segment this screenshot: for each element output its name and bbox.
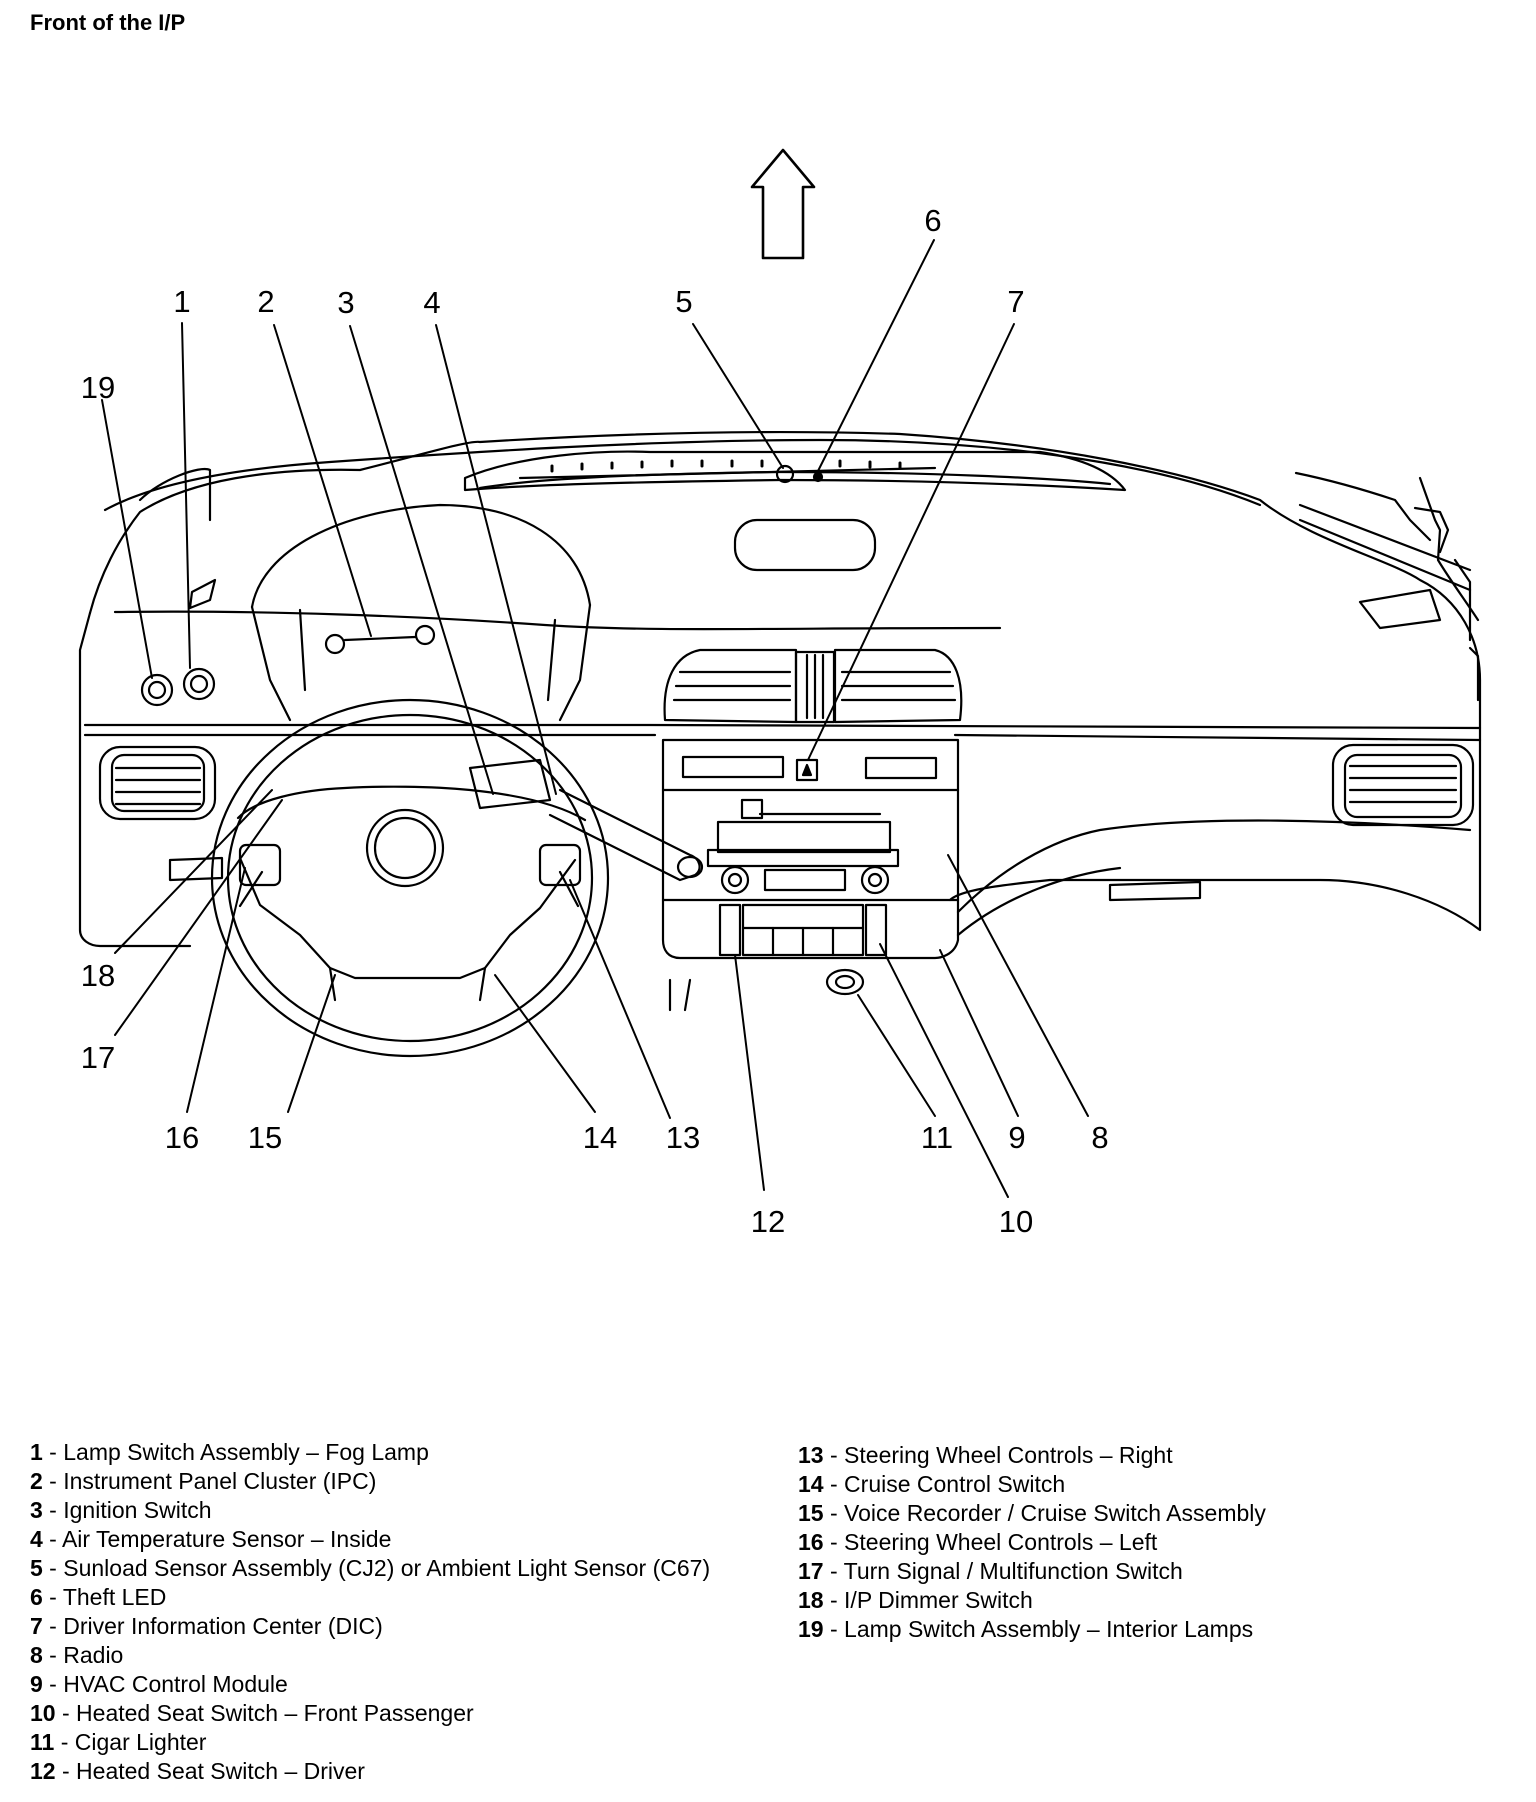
- legend-item: 4 - Air Temperature Sensor – Inside: [30, 1526, 392, 1552]
- callout-19: 19: [81, 370, 115, 405]
- callout-13: 13: [666, 1120, 700, 1155]
- legend-item: 15 - Voice Recorder / Cruise Switch Asse…: [798, 1500, 1266, 1526]
- legend-item: 13 - Steering Wheel Controls – Right: [798, 1442, 1173, 1468]
- callout-9: 9: [1008, 1120, 1025, 1155]
- column-shroud: [468, 758, 552, 810]
- legend-item: 6 - Theft LED: [30, 1584, 167, 1610]
- callout-6: 6: [924, 203, 941, 238]
- callout-10: 10: [999, 1204, 1033, 1239]
- steering-wheel: [210, 698, 610, 1058]
- hvac-control-panel: [718, 903, 888, 957]
- legend-item: 14 - Cruise Control Switch: [798, 1471, 1066, 1497]
- legend-item: 16 - Steering Wheel Controls – Left: [798, 1529, 1158, 1555]
- diagram-title: Front of the I/P: [30, 10, 186, 35]
- left-outer-vent: [98, 745, 217, 821]
- cluster-hood: [250, 503, 592, 722]
- radio-unit: [706, 798, 900, 895]
- legend-right-column: 13 - Steering Wheel Controls – Right 14 …: [798, 1441, 1266, 1644]
- callout-18: 18: [81, 958, 115, 993]
- defroster-vent: [463, 450, 1127, 492]
- callout-17: 17: [81, 1040, 115, 1075]
- callout-2: 2: [257, 284, 274, 319]
- left-lamp-knobs: [140, 667, 216, 707]
- legend-item: 9 - HVAC Control Module: [30, 1671, 288, 1697]
- legend-left-column: 1 - Lamp Switch Assembly – Fog Lamp 2 - …: [30, 1438, 710, 1786]
- cigar-lighter: [825, 968, 865, 996]
- cluster-dials: [324, 624, 436, 655]
- callout-5: 5: [675, 284, 692, 319]
- legend-item: 17 - Turn Signal / Multifunction Switch: [798, 1558, 1183, 1584]
- lower-dash: [168, 819, 1472, 1012]
- callout-14: 14: [583, 1120, 617, 1155]
- legend-item: 3 - Ignition Switch: [30, 1497, 212, 1523]
- legend-item: 1 - Lamp Switch Assembly – Fog Lamp: [30, 1439, 429, 1465]
- sunload-sensor: [775, 464, 795, 484]
- lever-tip: [676, 855, 704, 879]
- center-stack: [661, 738, 960, 960]
- legend-item: 10 - Heated Seat Switch – Front Passenge…: [30, 1700, 474, 1726]
- legend-item: 8 - Radio: [30, 1642, 124, 1668]
- callout-16: 16: [165, 1120, 199, 1155]
- callout-7: 7: [1007, 284, 1024, 319]
- callout-4: 4: [423, 285, 440, 320]
- callout-3: 3: [337, 285, 354, 320]
- legend-item: 5 - Sunload Sensor Assembly (CJ2) or Amb…: [30, 1555, 711, 1581]
- right-outer-vent: [1331, 743, 1475, 827]
- center-vents: [663, 648, 963, 724]
- legend-item: 11 - Cigar Lighter: [30, 1729, 207, 1755]
- right-side-vent: [1358, 588, 1442, 630]
- legend-item: 2 - Instrument Panel Cluster (IPC): [30, 1468, 377, 1494]
- left-side-vent: [188, 578, 217, 610]
- defroster-slots: [550, 459, 902, 473]
- leader-lines: [101, 239, 1089, 1198]
- dashboard-outline: [78, 430, 1482, 948]
- theft-led: [812, 471, 824, 483]
- callout-11: 11: [921, 1120, 953, 1155]
- callout-12: 12: [751, 1204, 785, 1239]
- forward-arrow-icon: [750, 148, 816, 260]
- callout-15: 15: [248, 1120, 282, 1155]
- instrument-panel-drawing: 1 2 3 4 5 6 7 8 9 10 11 12 13 14 15 16 1…: [78, 148, 1482, 1239]
- legend-item: 7 - Driver Information Center (DIC): [30, 1613, 383, 1639]
- callout-1: 1: [173, 284, 190, 319]
- legend-item: 12 - Heated Seat Switch – Driver: [30, 1758, 365, 1784]
- center-speaker-grille: [733, 518, 877, 572]
- legend-item: 19 - Lamp Switch Assembly – Interior Lam…: [798, 1616, 1254, 1642]
- legend-item: 18 - I/P Dimmer Switch: [798, 1587, 1033, 1613]
- callout-8: 8: [1091, 1120, 1108, 1155]
